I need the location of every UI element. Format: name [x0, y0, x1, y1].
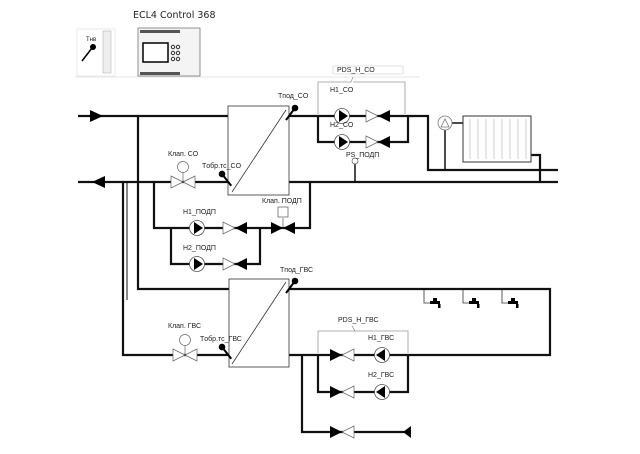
pump-h2-co-icon [334, 134, 350, 150]
pump-h1-dhw-icon [374, 347, 390, 363]
pump-h1-co-label: H1_CO [330, 87, 354, 94]
control-valve-co-icon [170, 161, 196, 189]
control-valve-co-label: Клап. CO [168, 151, 199, 158]
pump-h1-makeup-icon [189, 220, 205, 236]
pds-h-dhw-label: PDS_H_ГВС [338, 317, 379, 324]
faucet-icon [423, 289, 441, 309]
arrow-icon [403, 426, 411, 438]
supply-sensor-co-label: Tпод_CO [278, 93, 309, 100]
return-sensor-dhw-label: Tобр.тс_ГВС [200, 335, 242, 343]
faucet-icon [462, 289, 480, 309]
pump-h1-makeup-label: H1_ПОДП [183, 209, 216, 216]
check-valve-icon [329, 348, 355, 362]
supply-arrow-icon [90, 110, 103, 122]
pump-h2-co-label: H2_CO [330, 122, 354, 129]
pressure-sensor-icon [351, 157, 359, 165]
dhw-circuit: Tпод_ГВС Tобр.тс_ГВС Клап. ГВС PDS_H_ГВС… [121, 116, 552, 439]
check-valve-icon [365, 109, 391, 123]
pump-h1-dhw-label: H1_ГВС [368, 335, 394, 342]
makeup-valve-label: Клап. ПОДП [262, 198, 302, 205]
supply-sensor-dhw-label: Tпод_ГВС [280, 267, 313, 274]
check-valve-icon [222, 221, 248, 235]
pump-h2-dhw-icon [374, 384, 390, 400]
pump-h2-makeup-icon [189, 256, 205, 272]
controller-title: ECL4 Control 368 [133, 10, 216, 21]
radiator-icon [462, 115, 532, 163]
check-valve-icon [222, 257, 248, 271]
control-valve-dhw-icon [172, 334, 198, 362]
pressure-gauge-icon [437, 115, 453, 131]
return-sensor-co-label: Tобр.тс_CO [202, 162, 242, 170]
controller-icon [137, 27, 201, 77]
pump-h2-makeup-label: H2_ПОДП [183, 245, 216, 252]
heating-circuit: H1_CO H2_CO PDS_H_CO Tпод_CO Tобр.тс_CO … [78, 65, 558, 196]
pds-h-co-label: PDS_H_CO [337, 67, 375, 74]
makeup-circuit: Клап. ПОДП H1_ПОДП H2_ПОДП [152, 182, 312, 272]
check-valve-icon [329, 385, 355, 399]
return-arrow-icon [92, 176, 105, 188]
outdoor-sensor-label: Tнв [86, 37, 96, 43]
outdoor-sensor: Tнв [76, 28, 116, 77]
check-valve-icon [365, 135, 391, 149]
pump-h2-dhw-label: H2_ГВС [368, 372, 394, 379]
pressure-sensor-label: PS_ПОДП [346, 152, 379, 159]
check-valve-icon [329, 425, 355, 439]
control-valve-dhw-label: Клап. ГВС [168, 323, 201, 330]
faucet-icon [501, 289, 519, 309]
